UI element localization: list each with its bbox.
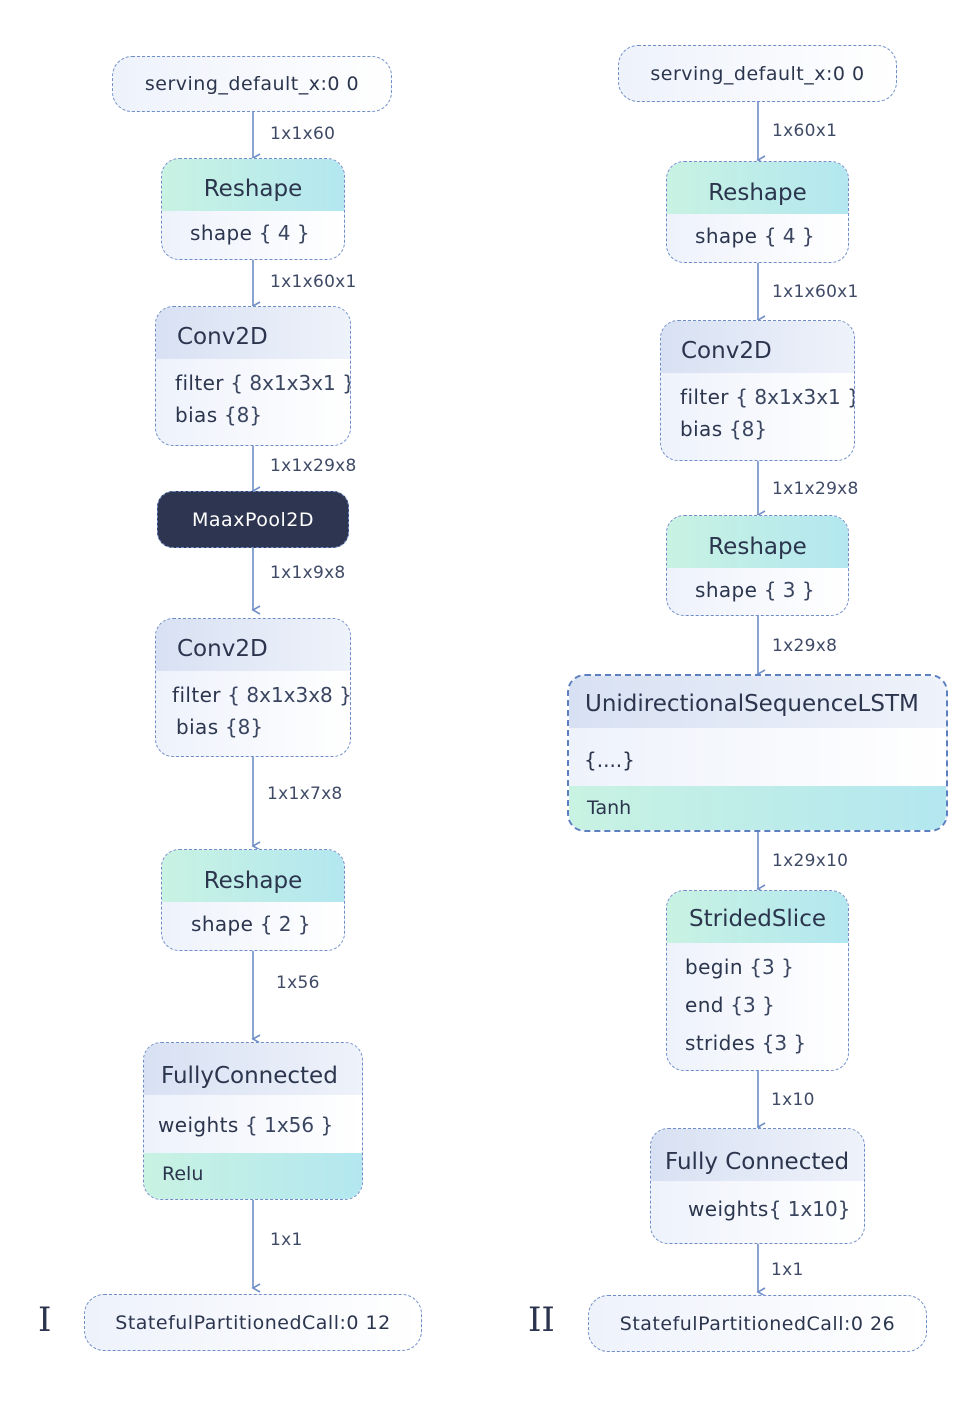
reshape-title: Reshape <box>667 162 848 214</box>
conv2d-title: Conv2D <box>156 619 350 671</box>
activation-relu: Relu <box>144 1153 362 1199</box>
shape-attr: shape { 4 } <box>695 224 815 248</box>
edge-label-left-6: 1x56 <box>276 973 320 993</box>
edge-label-right-3: 1x1x29x8 <box>772 479 859 499</box>
lstm-node-right[interactable]: UnidirectionalSequenceLSTM {....} Tanh <box>567 674 948 832</box>
reshape-node-left-1[interactable]: Reshape shape { 4 } <box>161 158 345 260</box>
panel-label-right: II <box>528 1300 555 1340</box>
edge-label-left-5: 1x1x7x8 <box>267 784 343 804</box>
output-node-left[interactable]: StatefulPartitionedCall:0 12 <box>84 1294 422 1351</box>
edge-label-right-7: 1x1 <box>771 1260 804 1280</box>
fully-connected-title: Fully Connected <box>651 1129 864 1181</box>
conv2d-title: Conv2D <box>156 307 350 359</box>
weights-attr: weights{ 1x10} <box>688 1197 851 1221</box>
fully-connected-node-left[interactable]: FullyConnected weights { 1x56 } Relu <box>143 1042 363 1200</box>
fully-connected-node-right[interactable]: Fully Connected weights{ 1x10} <box>650 1128 865 1244</box>
edge-label-right-1: 1x60x1 <box>772 121 838 141</box>
output-label-left: StatefulPartitionedCall:0 12 <box>115 1311 391 1334</box>
input-node-left[interactable]: serving_default_x:0 0 <box>112 56 392 112</box>
reshape-node-right-1[interactable]: Reshape shape { 4 } <box>666 161 849 263</box>
reshape-node-right-2[interactable]: Reshape shape { 3 } <box>666 515 849 616</box>
begin-attr: begin {3 } <box>685 955 794 979</box>
panel-label-left: I <box>38 1300 52 1340</box>
edge-label-right-2: 1x1x60x1 <box>772 282 859 302</box>
filter-attr: filter { 8x1x3x1 } <box>680 385 855 409</box>
shape-attr: shape { 2 } <box>191 912 311 936</box>
end-attr: end {3 } <box>685 993 775 1017</box>
fully-connected-title: FullyConnected <box>144 1043 362 1095</box>
lstm-body: {....} <box>584 748 635 772</box>
lstm-title: UnidirectionalSequenceLSTM <box>569 676 946 728</box>
shape-attr: shape { 3 } <box>695 578 815 602</box>
bias-attr: bias {8} <box>175 403 263 427</box>
reshape-title: Reshape <box>162 159 344 211</box>
reshape-title: Reshape <box>162 850 344 902</box>
conv2d-node-left-1[interactable]: Conv2D filter { 8x1x3x1 } bias {8} <box>155 306 351 446</box>
edge-label-left-3: 1x1x29x8 <box>270 456 357 476</box>
edge-label-left-4: 1x1x9x8 <box>270 563 346 583</box>
strides-attr: strides {3 } <box>685 1031 807 1055</box>
conv2d-node-right[interactable]: Conv2D filter { 8x1x3x1 } bias {8} <box>660 320 855 461</box>
conv2d-node-left-2[interactable]: Conv2D filter { 8x1x3x8 } bias {8} <box>155 618 351 757</box>
reshape-node-left-2[interactable]: Reshape shape { 2 } <box>161 849 345 951</box>
edge-label-right-4: 1x29x8 <box>772 636 838 656</box>
output-label-right: StatefulPartitionedCall:0 26 <box>619 1312 896 1335</box>
filter-attr: filter { 8x1x3x8 } <box>172 683 351 707</box>
filter-attr: filter { 8x1x3x1 } <box>175 371 351 395</box>
bias-attr: bias {8} <box>680 417 768 441</box>
strided-slice-node-right[interactable]: StridedSlice begin {3 } end {3 } strides… <box>666 890 849 1071</box>
input-label-left: serving_default_x:0 0 <box>144 73 360 95</box>
input-label-right: serving_default_x:0 0 <box>650 62 865 85</box>
edge-label-left-7: 1x1 <box>270 1230 303 1250</box>
maxpool-node-left[interactable]: MaaxPool2D <box>157 491 349 548</box>
strided-slice-title: StridedSlice <box>667 891 848 943</box>
conv2d-title: Conv2D <box>661 321 854 373</box>
shape-attr: shape { 4 } <box>190 221 310 245</box>
edge-label-left-1: 1x1x60 <box>270 124 336 144</box>
bias-attr: bias {8} <box>176 715 264 739</box>
input-node-right[interactable]: serving_default_x:0 0 <box>618 45 897 102</box>
activation-tanh: Tanh <box>569 786 946 830</box>
weights-attr: weights { 1x56 } <box>158 1113 334 1137</box>
edge-label-left-2: 1x1x60x1 <box>270 272 357 292</box>
output-node-right[interactable]: StatefulPartitionedCall:0 26 <box>588 1295 927 1352</box>
edge-label-right-6: 1x10 <box>771 1090 815 1110</box>
edge-label-right-5: 1x29x10 <box>772 851 849 871</box>
reshape-title: Reshape <box>667 516 848 568</box>
